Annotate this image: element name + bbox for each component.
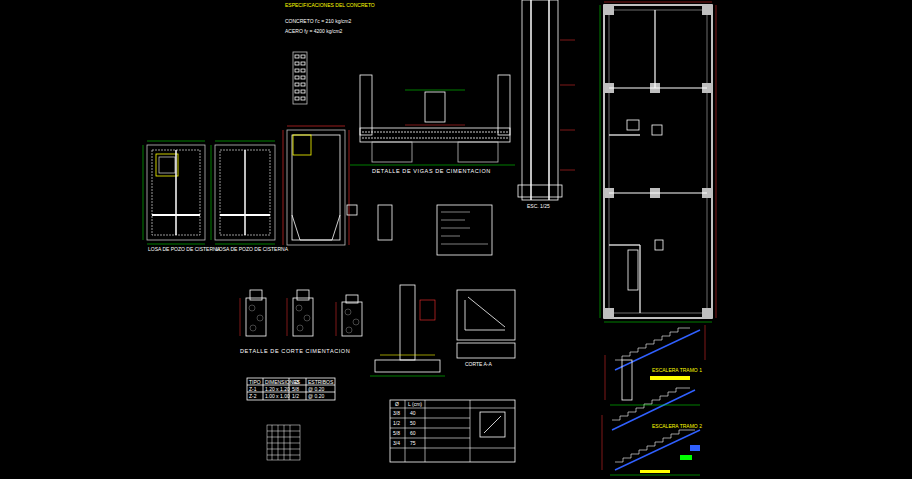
- view-title: ESCALERA TRAMO 1: [652, 368, 702, 374]
- view-title: ESCALERA TRAMO 2: [652, 424, 702, 430]
- view-title: DETALLE DE VIGAS DE CIMENTACION: [372, 168, 491, 174]
- table-cell: Z-1: [249, 387, 257, 393]
- view-title: DETALLE DE CORTE CIMENTACION: [240, 348, 350, 354]
- table-cell: 3/4: [393, 441, 400, 447]
- table-cell: 5/8: [292, 387, 299, 393]
- spec-note: CONCRETO f'c = 210 kg/cm2: [285, 19, 351, 25]
- scale-note: ESC. 1/25: [527, 204, 550, 210]
- table-cell: 1/2: [393, 421, 400, 427]
- table-cell: 1.00 x 1.00: [265, 394, 290, 400]
- table-cell: 60: [410, 431, 416, 437]
- table-cell: TIPO: [249, 380, 261, 386]
- table-cell: 75: [410, 441, 416, 447]
- table-cell: DIMENSIONES: [265, 380, 300, 386]
- table-cell: 40: [410, 411, 416, 417]
- table-cell: Ø: [295, 380, 299, 386]
- table-cell: ESTRIBOS: [308, 380, 333, 386]
- view-title: LOSA DE POZO DE CISTERNA: [216, 247, 288, 253]
- table-cell: @ 0.20: [308, 387, 324, 393]
- spec-note: ACERO fy = 4200 kg/cm2: [285, 29, 342, 35]
- table-cell: 1.20 x 1.20: [265, 387, 290, 393]
- table-cell: 50: [410, 421, 416, 427]
- table-cell: @ 0.20: [308, 394, 324, 400]
- view-title: CORTE A-A: [465, 362, 492, 368]
- table-cell: L (cm): [408, 402, 422, 408]
- table-cell: 3/8: [393, 411, 400, 417]
- spec-title: ESPECIFICACIONES DEL CONCRETO: [285, 3, 375, 9]
- table-cell: Ø: [395, 402, 399, 408]
- table-cell: 5/8: [393, 431, 400, 437]
- table-cell: 1/2: [292, 394, 299, 400]
- table-cell: Z-2: [249, 394, 257, 400]
- view-title: LOSA DE POZO DE CISTERNA: [148, 247, 220, 253]
